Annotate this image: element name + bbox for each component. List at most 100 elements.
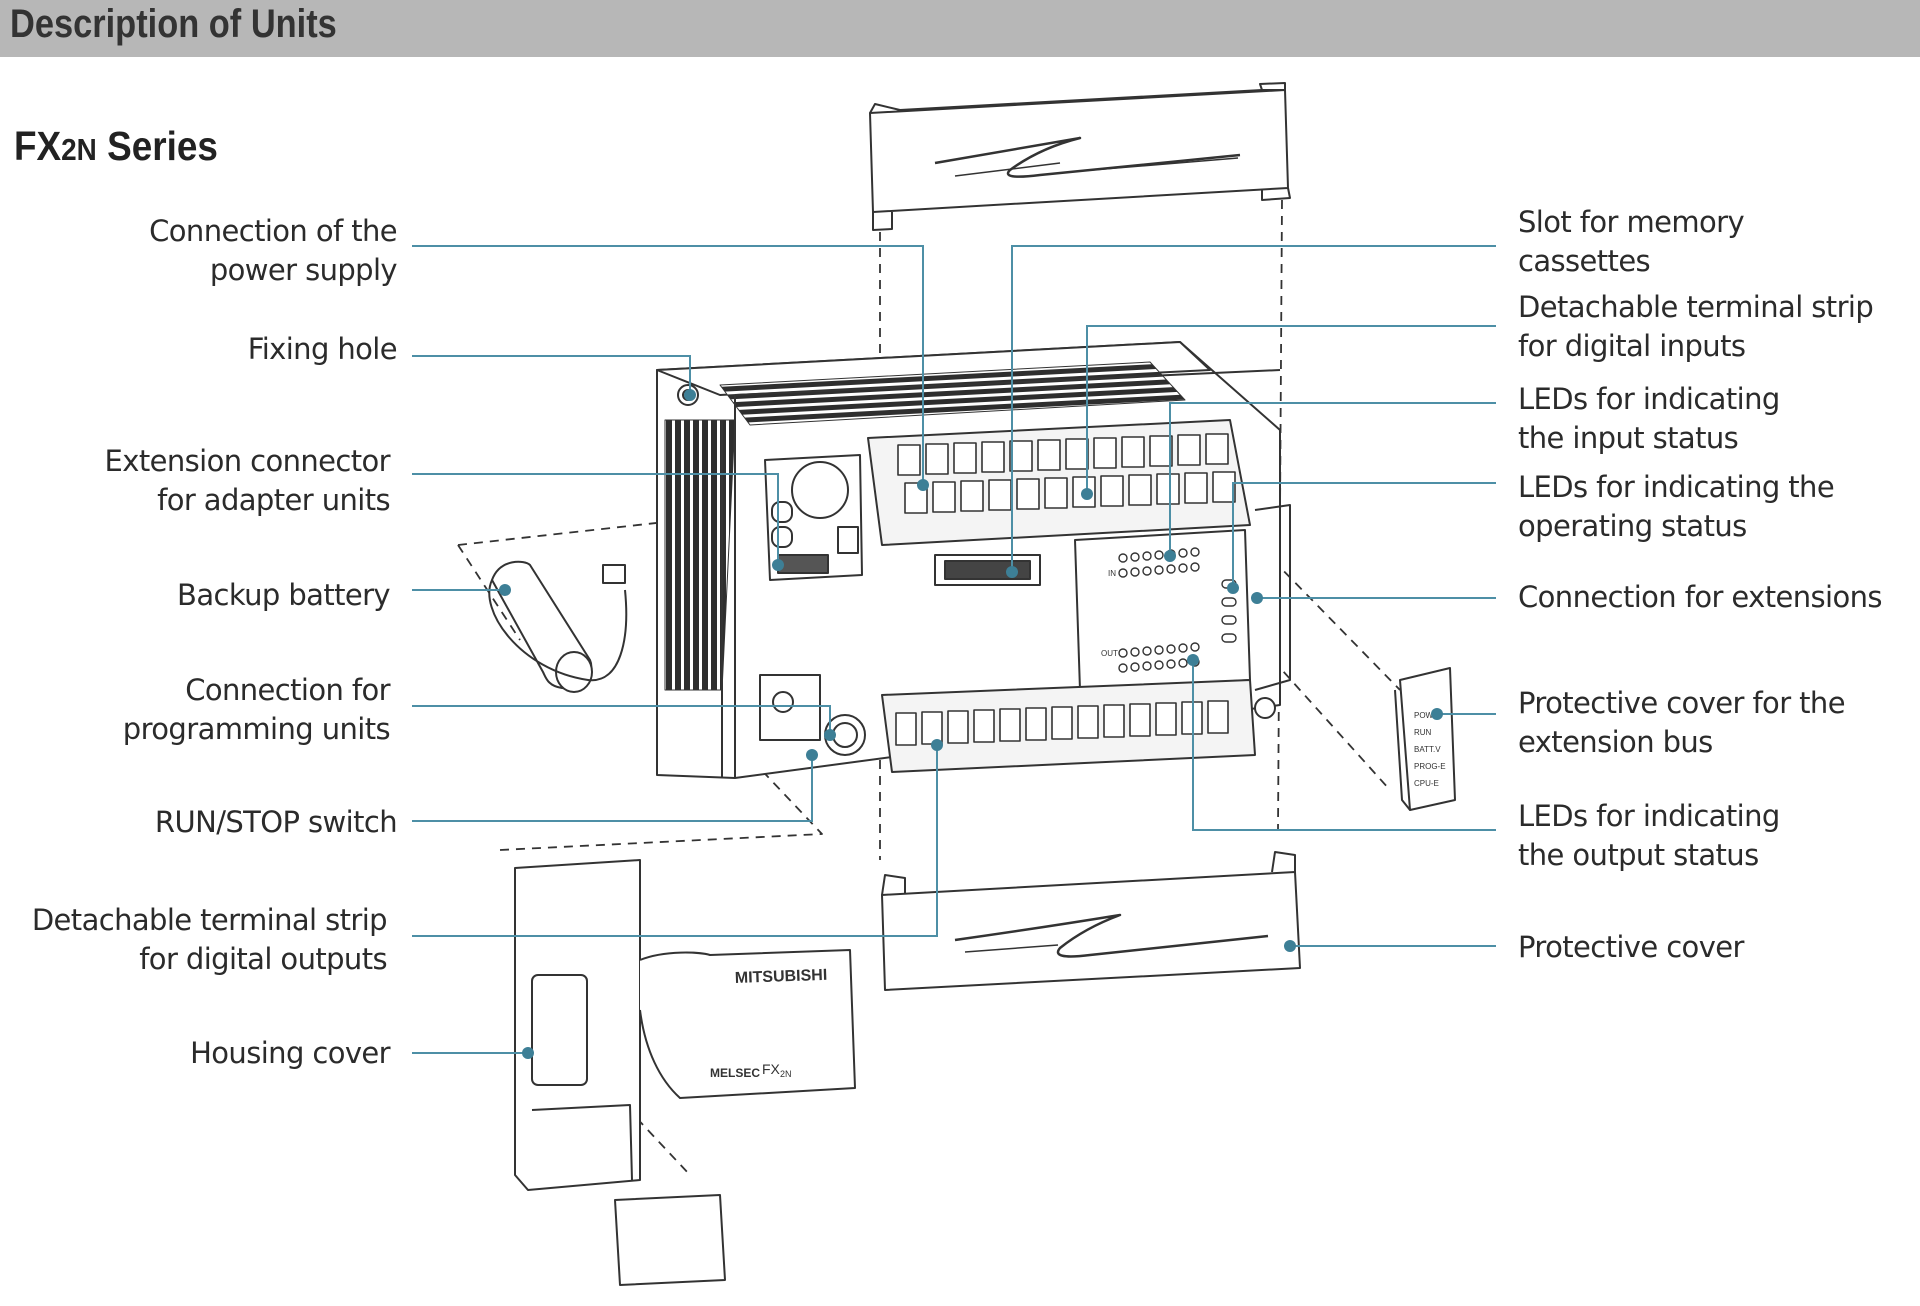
dot-memory-slot — [1006, 566, 1018, 578]
dot-housing-cover — [522, 1047, 534, 1059]
model-sub-text: 2N — [780, 1069, 792, 1079]
brand-text: MITSUBISHI — [735, 967, 828, 987]
status-led-label: CPU-E — [1414, 779, 1439, 788]
label-line: Connection for — [185, 673, 390, 707]
drawing-lines — [457, 82, 1456, 1286]
label-line: Connection for extensions — [1518, 580, 1882, 614]
label-line: Backup battery — [177, 578, 391, 612]
label-extension-bus-cover: Protective cover for the extension bus — [1518, 684, 1846, 762]
label-line: LEDs for indicating — [1518, 799, 1780, 833]
label-line: Detachable terminal strip — [31, 903, 388, 937]
device-labels: MITSUBISHI MELSEC FX 2N IN OUT POW RUN B… — [710, 569, 1446, 1080]
input-leds — [1118, 547, 1200, 578]
dot-terminal-inputs — [1081, 488, 1093, 500]
label-programming-units: Connection for programming units — [122, 671, 391, 749]
dot-protective-cover — [1284, 940, 1296, 952]
label-fixing-hole: Fixing hole — [247, 330, 398, 369]
dot-extension-connection — [1251, 592, 1263, 604]
dot-backup-battery — [499, 584, 511, 596]
leader-power-supply — [412, 245, 924, 485]
series-title: FX2N Series — [14, 123, 218, 170]
label-line: programming units — [122, 712, 391, 746]
label-line: power supply — [209, 253, 398, 287]
status-leds — [1221, 579, 1237, 643]
dot-fixing-hole — [684, 389, 696, 401]
extension-bus-cover — [1394, 667, 1456, 811]
leader-lines — [412, 245, 1496, 1054]
label-operating-leds: LEDs for indicating the operating status — [1518, 468, 1835, 546]
label-input-leds: LEDs for indicating the input status — [1518, 380, 1780, 458]
label-line: for digital inputs — [1518, 329, 1746, 363]
in-label: IN — [1108, 569, 1116, 578]
dot-extension-connector — [772, 559, 784, 571]
label-line: operating status — [1518, 509, 1747, 543]
model-text: FX — [762, 1061, 781, 1077]
page-title: Description of Units — [10, 2, 337, 46]
leader-terminal-inputs — [1086, 325, 1496, 494]
label-backup-battery: Backup battery — [177, 576, 391, 615]
label-line: extension bus — [1518, 725, 1713, 759]
label-run-stop-switch: RUN/STOP switch — [154, 803, 398, 842]
label-line: Protective cover — [1518, 930, 1744, 964]
backup-battery — [488, 560, 628, 693]
label-line: for adapter units — [157, 483, 391, 517]
label-line: LEDs for indicating — [1518, 382, 1780, 416]
output-terminal-row — [895, 700, 1229, 746]
label-protective-cover: Protective cover — [1518, 928, 1744, 967]
leader-output-leds — [1192, 660, 1496, 831]
leader-memory-slot — [1011, 245, 1496, 572]
leader-input-leds — [1169, 402, 1496, 556]
dot-run-stop — [806, 749, 818, 761]
label-terminal-outputs: Detachable terminal strip for digital ou… — [31, 901, 388, 979]
label-line: cassettes — [1518, 244, 1651, 278]
out-label: OUT — [1101, 649, 1118, 658]
label-line: Protective cover for the — [1518, 686, 1846, 720]
leader-terminal-outputs — [412, 745, 938, 937]
series-name-main: FX — [14, 123, 62, 169]
series-name-sub: 2N — [61, 132, 97, 167]
label-line: RUN/STOP switch — [154, 805, 398, 839]
status-led-label: BATT.V — [1414, 745, 1441, 754]
dot-input-leds — [1164, 550, 1176, 562]
series-name-suffix: Series — [96, 123, 218, 169]
label-line: Housing cover — [190, 1036, 391, 1070]
leader-run-stop — [412, 755, 813, 822]
dot-power-supply — [917, 479, 929, 491]
dot-terminal-outputs — [931, 739, 943, 751]
label-line: the output status — [1518, 838, 1759, 872]
label-extension-connection: Connection for extensions — [1518, 578, 1882, 617]
label-memory-slot: Slot for memory cassettes — [1518, 203, 1745, 281]
input-terminal-row — [897, 433, 1236, 514]
leader-programming-units — [412, 705, 831, 735]
label-line: Fixing hole — [247, 332, 398, 366]
leader-extension-connector — [412, 473, 779, 565]
dot-output-leds — [1187, 654, 1199, 666]
dot-programming-units — [824, 729, 836, 741]
label-line: Extension connector — [104, 444, 391, 478]
leader-dots — [499, 389, 1443, 1059]
leader-fixing-hole — [412, 355, 691, 395]
label-housing-cover: Housing cover — [190, 1034, 391, 1073]
label-line: Slot for memory — [1518, 205, 1745, 239]
status-led-label: POW — [1414, 711, 1434, 720]
status-led-label: PROG-E — [1414, 762, 1446, 771]
label-line: Detachable terminal strip — [1518, 290, 1874, 324]
model-prefix-text: MELSEC — [710, 1066, 760, 1080]
output-leds — [1118, 642, 1200, 673]
dot-operating-leds — [1227, 582, 1239, 594]
bottom-protective-cover — [881, 851, 1301, 991]
label-terminal-inputs: Detachable terminal strip for digital in… — [1518, 288, 1874, 366]
label-power-supply: Connection of the power supply — [149, 212, 397, 290]
label-line: Connection of the — [149, 214, 397, 248]
dot-extension-bus-cover — [1431, 708, 1443, 720]
plc-main-body — [656, 341, 1291, 779]
status-led-label: RUN — [1414, 728, 1432, 737]
label-line: for digital outputs — [139, 942, 387, 976]
leader-operating-leds — [1232, 482, 1496, 588]
label-line: the input status — [1518, 421, 1739, 455]
top-protective-cover — [869, 82, 1291, 231]
housing-cover — [514, 859, 856, 1286]
label-output-leds: LEDs for indicating the output status — [1518, 797, 1780, 875]
label-line: LEDs for indicating the — [1518, 470, 1835, 504]
